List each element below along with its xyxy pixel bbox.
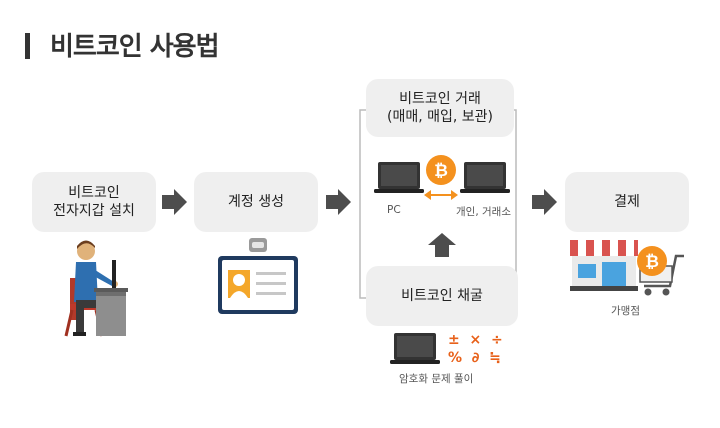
arrow-right-icon: [326, 189, 351, 215]
merchant-caption: 가맹점: [611, 305, 640, 317]
page-title: 비트코인 사용법: [50, 32, 219, 62]
double-arrow-icon: [424, 190, 458, 200]
account-create-box: 계정 생성: [194, 172, 318, 232]
bitcoin-icon: ₿: [426, 155, 456, 185]
wallet-install-box: 비트코인 전자지갑 설치: [32, 172, 156, 232]
trade-label: 비트코인 거래: [399, 91, 481, 107]
person-at-computer-illustration: [64, 240, 128, 337]
math-symbols-row1: ± × ÷: [448, 332, 503, 348]
laptop-icon: [390, 333, 440, 364]
arrow-up-icon: [428, 233, 456, 257]
id-card-icon: [218, 238, 298, 314]
title-accent-bar: [25, 33, 30, 59]
crypto-puzzle-caption: 암호화 문제 풀이: [399, 373, 474, 385]
payment-label: 결제: [614, 194, 640, 210]
laptop-icon: [460, 162, 510, 193]
trade-sublabel: (매매, 매입, 보관): [386, 109, 493, 125]
math-symbols-row2: % ∂ ≒: [448, 350, 501, 366]
bitcoin-icon: ₿: [637, 246, 667, 276]
payment-box: 결제: [565, 172, 689, 232]
trade-box: 비트코인 거래 (매매, 매입, 보관): [366, 79, 514, 137]
pc-caption: PC: [387, 204, 401, 216]
store-icon: [570, 240, 638, 291]
svg-text:₿: ₿: [645, 252, 659, 272]
exchange-caption: 개인, 거래소: [456, 206, 511, 218]
arrow-right-icon: [532, 189, 557, 215]
arrow-right-icon: [162, 189, 187, 215]
mining-label: 비트코인 채굴: [401, 288, 483, 304]
laptop-icon: [374, 162, 424, 193]
svg-text:₿: ₿: [434, 161, 448, 181]
mining-box: 비트코인 채굴: [366, 266, 518, 326]
account-create-label: 계정 생성: [228, 194, 284, 210]
wallet-install-label: 비트코인 전자지갑 설치: [53, 185, 135, 219]
